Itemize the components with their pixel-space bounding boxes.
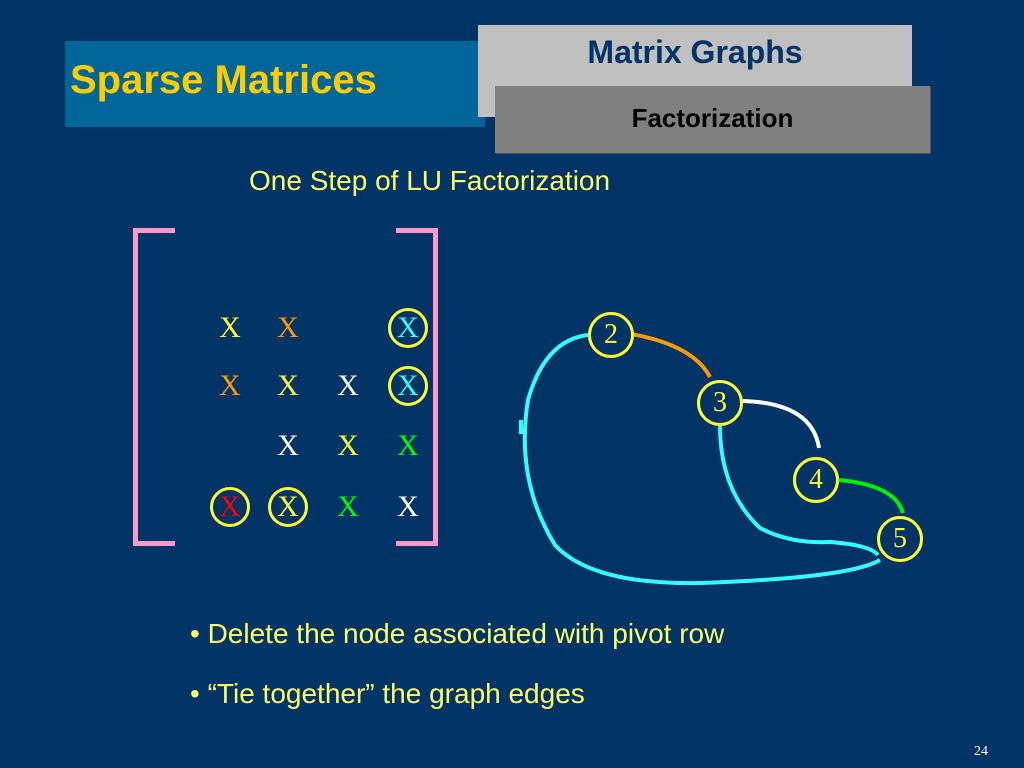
matrix-entry-r1c2: X [277, 311, 299, 344]
matrix-entry-r2c1: X [219, 369, 241, 402]
graph-node-5: 5 [877, 516, 923, 562]
bullet-tie-edges: • “Tie together” the graph edges [190, 678, 585, 709]
bullet-delete-node: • Delete the node associated with pivot … [190, 618, 725, 649]
edge-2-5 [522, 333, 882, 586]
matrix-entry-r1c1: X [219, 311, 241, 344]
tab-matrix-graphs-label: Matrix Graphs [587, 34, 803, 70]
matrix-entry-r4c4: X [397, 490, 419, 523]
matrix-entry-r2c4: X [397, 369, 419, 402]
slide-subtitle: One Step of LU Factorization [249, 165, 611, 196]
pivot-ring-r4c1 [210, 487, 250, 527]
tab-factorization [495, 86, 930, 153]
title-bar [65, 41, 485, 127]
matrix-left-bracket [133, 228, 175, 546]
matrix-entry-r4c1: X [219, 490, 241, 523]
edge-4-5 [838, 478, 905, 514]
graph-node-4: 4 [793, 457, 839, 503]
graph-node-2: 2 [588, 312, 634, 358]
pivot-ring-r2c4 [388, 366, 428, 406]
edge-3-4 [742, 399, 821, 449]
edge-3-5 [718, 425, 880, 557]
matrix-entry-r4c3: X [337, 490, 359, 523]
page-number: 24 [974, 744, 988, 759]
matrix-right-bracket [396, 228, 438, 546]
pivot-ring-r1c4 [388, 308, 428, 348]
matrix-entry-r2c2: X [277, 369, 299, 402]
matrix-entry-r3c4: X [397, 429, 419, 462]
tab-factorization-label: Factorization [631, 103, 794, 133]
pivot-ring-r4c2 [268, 487, 308, 527]
matrix-entry-r2c3: X [337, 369, 359, 402]
matrix-entry-r3c2: X [277, 429, 299, 462]
matrix-entry-r3c3: X [337, 429, 359, 462]
graph-node-3: 3 [697, 380, 743, 426]
edge-2-3 [630, 332, 712, 378]
matrix-entry-r4c2: X [277, 490, 299, 523]
slide-title: Sparse Matrices [70, 58, 377, 102]
matrix-entry-r1c4: X [397, 311, 419, 344]
